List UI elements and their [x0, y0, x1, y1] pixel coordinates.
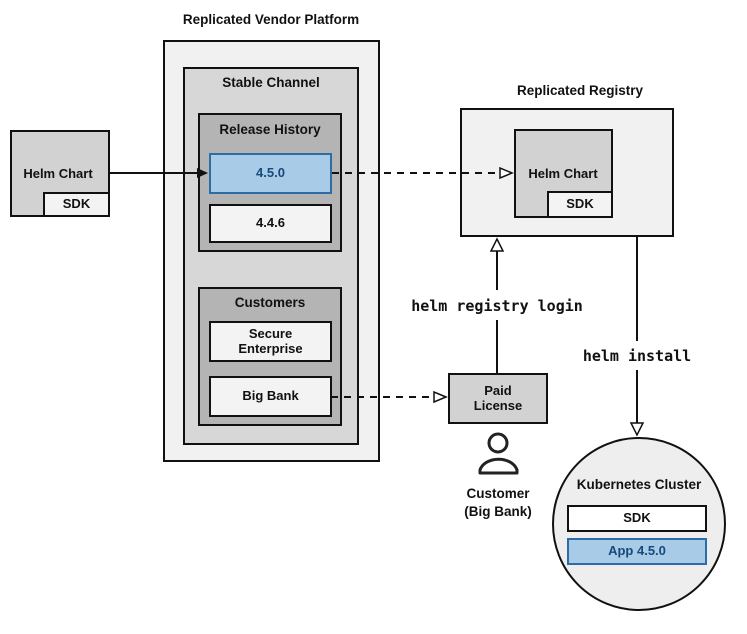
cmd-helm-registry-login-label: helm registry login	[411, 297, 583, 315]
registry-title: Replicated Registry	[516, 83, 644, 98]
customer-icon	[478, 432, 519, 475]
registry-sdk-label: SDK	[566, 196, 594, 212]
vendor-sdk-label: SDK	[62, 196, 91, 212]
registry-helm-chart-label: Helm Chart	[528, 166, 598, 181]
release-history-title: Release History	[219, 122, 321, 137]
vendor-sdk-box: SDK	[43, 192, 110, 217]
cmd-helm-install-label: helm install	[582, 347, 692, 365]
customers-title: Customers	[234, 295, 306, 310]
vendor-helm-chart-label: Helm Chart	[23, 166, 93, 181]
customer-secure-enterprise-box: Secure Enterprise	[209, 321, 332, 362]
customer-detail-label: (Big Bank)	[464, 504, 532, 519]
release-450-label: 4.5.0	[256, 165, 285, 181]
cluster-sdk-label: SDK	[623, 510, 651, 526]
cluster-app-label: App 4.5.0	[608, 543, 666, 559]
release-450-box: 4.5.0	[209, 153, 332, 194]
paid-license-box: Paid License	[448, 373, 548, 424]
cluster-sdk-box: SDK	[567, 505, 707, 532]
customer-secure-enterprise-label: Secure Enterprise	[238, 325, 303, 356]
registry-sdk-box: SDK	[547, 191, 613, 218]
k8s-cluster-title: Kubernetes Cluster	[576, 477, 702, 492]
cluster-app-box: App 4.5.0	[567, 538, 707, 565]
arrow-registry-to-cluster-head	[629, 422, 645, 437]
stable-channel-title: Stable Channel	[222, 75, 320, 90]
customer-big-bank-box: Big Bank	[209, 376, 332, 417]
paid-license-label: Paid License	[473, 382, 523, 413]
customer-big-bank-label: Big Bank	[242, 388, 299, 404]
arrow-bank-to-license-head	[433, 390, 448, 404]
release-446-box: 4.4.6	[209, 204, 332, 243]
vendor-platform-title: Replicated Vendor Platform	[182, 12, 360, 27]
release-446-label: 4.4.6	[256, 215, 285, 231]
arrow-license-to-registry-head	[489, 237, 505, 252]
customer-name-label: Customer	[466, 486, 530, 501]
